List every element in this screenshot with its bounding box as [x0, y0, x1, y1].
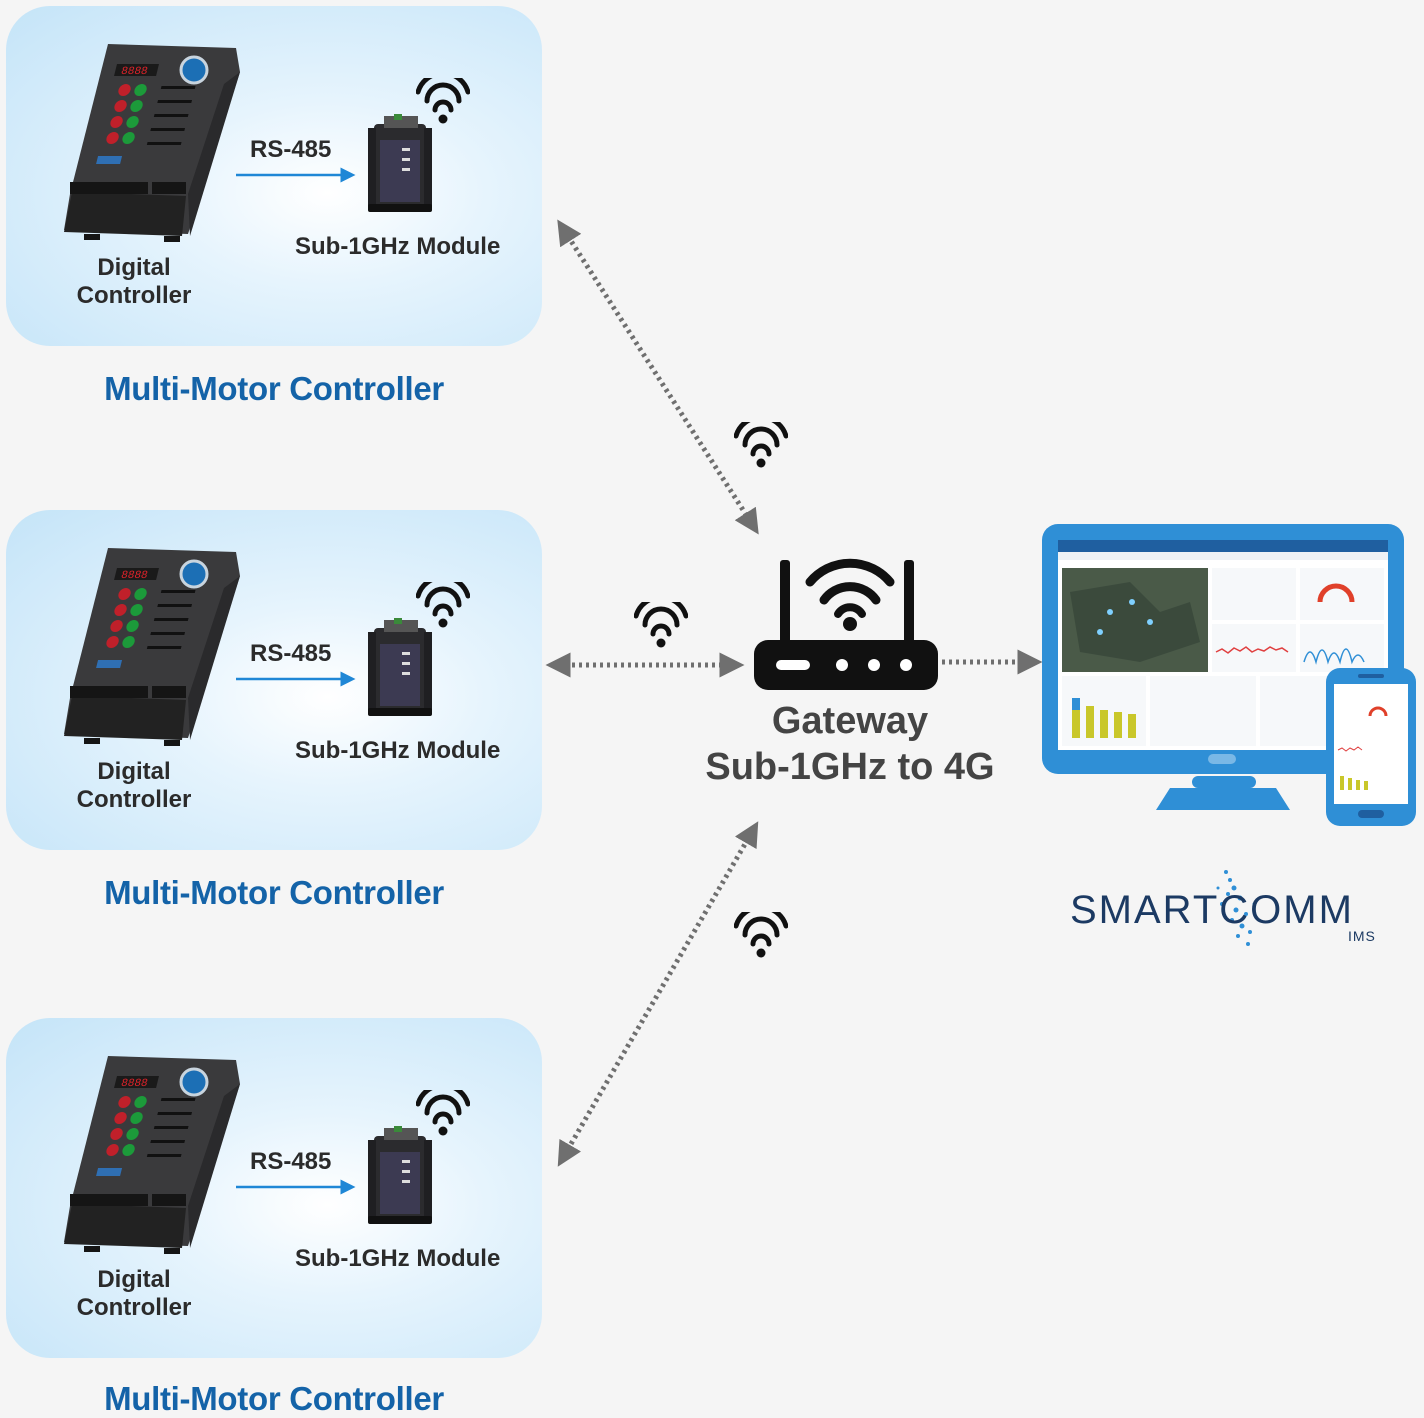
link-arrow-bottom [557, 821, 759, 1167]
unit-title: Multi-Motor Controller [104, 1380, 444, 1417]
wifi-icon [734, 422, 788, 468]
wifi-icon [634, 602, 688, 648]
link-arrow-top [557, 219, 759, 535]
rs485-label: RS-485 [250, 640, 332, 667]
brand-sparkle-icon [1216, 870, 1256, 946]
brand-logo: SMARTCOMM [1070, 888, 1354, 932]
router-icon [754, 558, 938, 690]
rs485-label: RS-485 [250, 1148, 332, 1175]
rs485-arrow [236, 167, 356, 183]
module-label: Sub-1GHz Module [295, 1245, 501, 1272]
unit-title: Multi-Motor Controller [104, 370, 444, 407]
monitor-icon [1042, 524, 1416, 826]
rs485-arrow [236, 1179, 356, 1195]
unit-title: Multi-Motor Controller [104, 874, 444, 911]
module-label: Sub-1GHz Module [295, 737, 501, 764]
brand-subtitle: IMS [1348, 928, 1376, 944]
module-label: Sub-1GHz Module [295, 233, 501, 260]
rs485-label: RS-485 [250, 136, 332, 163]
wifi-icon [734, 912, 788, 958]
rs485-arrow [236, 671, 356, 687]
gateway-title: Gateway Sub-1GHz to 4G [705, 700, 995, 788]
